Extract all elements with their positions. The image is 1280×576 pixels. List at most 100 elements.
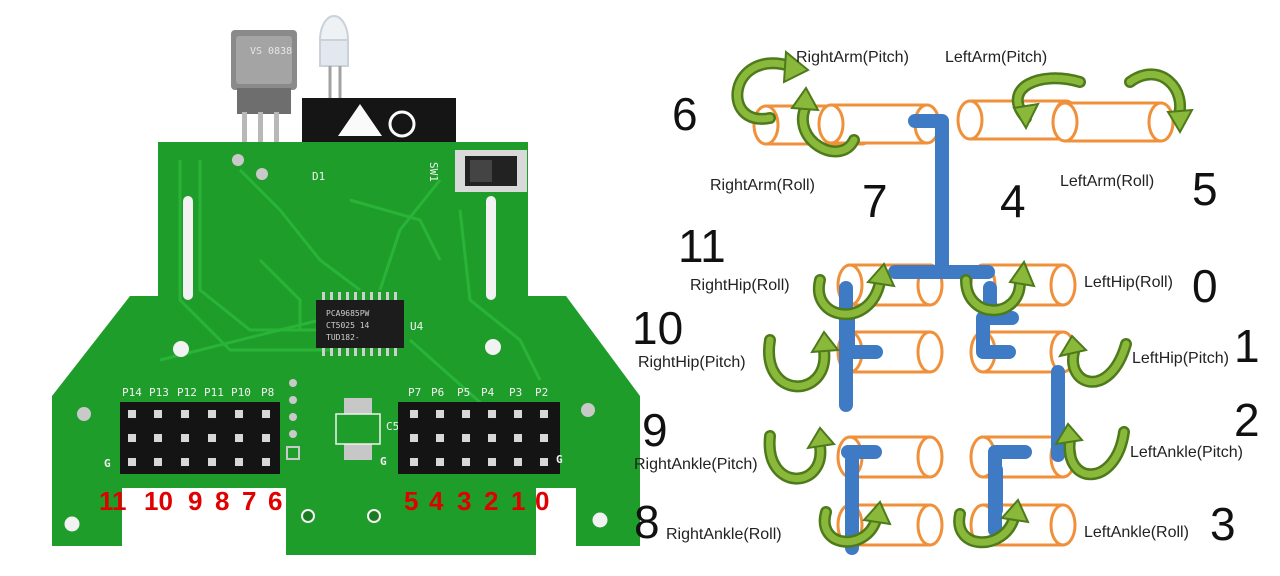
header-pin [154, 458, 162, 466]
label-left-arm-roll: LeftArm(Roll) [1060, 173, 1154, 190]
label-left-ankle-pitch: LeftAnkle(Pitch) [1130, 444, 1243, 461]
label-left-arm-pitch: LeftArm(Pitch) [945, 49, 1047, 66]
aux-pins [286, 379, 300, 460]
pin-label-p6: P6 [431, 386, 444, 399]
header-pin [436, 410, 444, 418]
header-pin [128, 434, 136, 442]
header-pin [488, 410, 496, 418]
header-pin [235, 434, 243, 442]
channel-number-3: 3 [457, 486, 471, 516]
label-right-ankle-roll: RightAnkle(Roll) [666, 526, 782, 543]
label-right-arm-pitch: RightArm(Pitch) [796, 49, 909, 66]
channel-number-4: 4 [429, 486, 444, 516]
channel-number-6: 6 [268, 486, 282, 516]
pin-label-p8: P8 [261, 386, 274, 399]
rotation-arrows [731, 49, 1194, 549]
channel-number-8: 8 [215, 486, 229, 516]
ground-label-center: G [380, 455, 387, 468]
header-pin [154, 410, 162, 418]
header-pin [181, 458, 189, 466]
channel-number-0: 0 [535, 486, 549, 516]
skeleton-links [839, 114, 1065, 555]
header-pin [181, 410, 189, 418]
channel-number-11: 11 [99, 486, 127, 516]
header-pin [128, 458, 136, 466]
black-capacitor [302, 98, 456, 146]
chip-text-line1: PCA9685PW [326, 309, 370, 318]
header-pin [488, 434, 496, 442]
joint-number-2: 2 [1234, 394, 1260, 446]
header-pin [436, 434, 444, 442]
cap-ref-label: C5 [386, 420, 399, 433]
label-right-hip-roll: RightHip(Roll) [690, 277, 790, 294]
label-left-hip-roll: LeftHip(Roll) [1084, 274, 1173, 291]
joint-number-1: 1 [1234, 320, 1260, 372]
header-pin [540, 410, 548, 418]
header-pin [181, 434, 189, 442]
header-pin [208, 458, 216, 466]
joint-number-10: 10 [632, 302, 683, 354]
channel-number-7: 7 [242, 486, 256, 516]
channel-number-9: 9 [188, 486, 202, 516]
header-pin [262, 434, 270, 442]
chip-text-line3: TUD182- [326, 333, 360, 342]
header-pin [462, 434, 470, 442]
joint-number-9: 9 [642, 404, 668, 456]
left-arm-roll-cylinder [1051, 101, 1175, 143]
header-pin [208, 434, 216, 442]
header-pin [410, 434, 418, 442]
header-pin [462, 458, 470, 466]
pin-label-p7: P7 [408, 386, 421, 399]
joint-number-4: 4 [1000, 175, 1026, 227]
pin-label-p3: P3 [509, 386, 522, 399]
header-pin [235, 458, 243, 466]
header-pin [540, 434, 548, 442]
pin-label-p2: P2 [535, 386, 548, 399]
led-component [319, 15, 349, 182]
header-pin [262, 410, 270, 418]
channel-number-1: 1 [511, 486, 525, 516]
pin-label-p5: P5 [457, 386, 470, 399]
header-pin [410, 458, 418, 466]
header-pin [514, 458, 522, 466]
label-right-ankle-pitch: RightAnkle(Pitch) [634, 456, 758, 473]
ground-label-right: G [556, 453, 563, 466]
joint-number-3: 3 [1210, 498, 1236, 550]
label-left-ankle-roll: LeftAnkle(Roll) [1084, 524, 1189, 541]
pin-label-p14: P14 [122, 386, 142, 399]
receiver-text: VS 0838 [250, 46, 292, 57]
pin-label-p13: P13 [149, 386, 169, 399]
chip-text-line2: CT5025 14 [326, 321, 370, 330]
pin-label-p11: P11 [204, 386, 224, 399]
header-pin [462, 410, 470, 418]
joint-number-0: 0 [1192, 260, 1218, 312]
channel-number-5: 5 [404, 486, 418, 516]
pwm-chip: PCA9685PW CT5025 14 TUD182- U4 [316, 292, 424, 356]
ir-receiver: VS 0838 [231, 30, 297, 148]
header-pin [410, 410, 418, 418]
joint-number-5: 5 [1192, 163, 1218, 215]
header-pin [436, 458, 444, 466]
joint-number-6: 6 [672, 88, 698, 140]
channel-number-10: 10 [144, 486, 173, 516]
cap-c5: C5 [335, 398, 399, 460]
label-right-arm-roll: RightArm(Roll) [710, 177, 815, 194]
slide-switch: SW1 [427, 150, 527, 192]
robot-joint-diagram: 6 7 4 5 11 0 10 1 9 2 8 3 RightArm(Pitch… [632, 49, 1260, 555]
switch-ref-label: SW1 [427, 162, 440, 182]
pin-label-p4: P4 [481, 386, 495, 399]
header-pin [514, 410, 522, 418]
servo-board-photo: VS 0838 [52, 15, 640, 555]
pin-label-p12: P12 [177, 386, 197, 399]
header-pin [128, 410, 136, 418]
channel-number-2: 2 [484, 486, 498, 516]
header-pin [154, 434, 162, 442]
chip-ref-label: U4 [410, 320, 424, 333]
pin-header-left [120, 402, 280, 474]
pin-label-p10: P10 [231, 386, 251, 399]
header-pin [235, 410, 243, 418]
header-pin [540, 458, 548, 466]
label-left-hip-pitch: LeftHip(Pitch) [1132, 350, 1229, 367]
pin-header-right [398, 402, 560, 474]
ground-label-left: G [104, 457, 111, 470]
